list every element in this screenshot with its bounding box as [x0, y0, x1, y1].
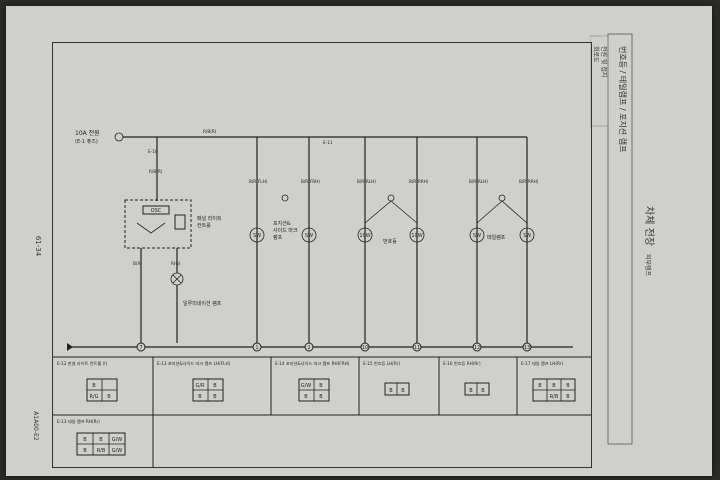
- connector-title-e16: E-16 번호등 RH(Rr): [443, 360, 481, 366]
- power-source-label: 10A 전원: [75, 129, 100, 137]
- svg-text:G/W: G/W: [301, 383, 312, 389]
- svg-text:B: B: [213, 394, 217, 400]
- power-source-sub: (E-1 퓨즈): [75, 139, 98, 145]
- svg-text:B/R(RRH): B/R(RRH): [519, 179, 539, 184]
- svg-text:10: 10: [362, 345, 368, 351]
- svg-text:R/B(R): R/B(R): [149, 169, 163, 174]
- svg-text:B/R(FLH): B/R(FLH): [249, 179, 268, 184]
- svg-text:R/G: R/G: [89, 394, 98, 400]
- chapter-title: 차체 전장: [643, 206, 655, 246]
- illumination-label: 일루미네이션 램프: [183, 300, 222, 307]
- svg-text:B: B: [304, 394, 308, 400]
- connector-face-e17: B B B R/B B: [532, 378, 576, 402]
- connector-face-e14: G/W B B B: [298, 378, 330, 402]
- ground-points: 7 1 2 10 11 12 13: [136, 342, 532, 352]
- position-lamp-label: 포지션&: [273, 220, 291, 227]
- wiring-diagram: 10A 전원 (E-1 퓨즈) R/B(R) E-11 E-18 R/B(R) …: [53, 129, 591, 467]
- panel-control-module: [124, 199, 192, 249]
- svg-text:컨트롤: 컨트롤: [197, 222, 211, 229]
- svg-text:SW: SW: [523, 233, 531, 239]
- doc-code: A1A00-E2: [32, 411, 39, 441]
- power-source-icon: [114, 132, 124, 142]
- osc-label: OSC: [151, 208, 162, 214]
- connector-face-e18: B B G/W B R/B G/W: [76, 432, 126, 456]
- svg-text:SW: SW: [473, 233, 481, 239]
- svg-text:7: 7: [139, 345, 142, 351]
- svg-text:B: B: [538, 383, 542, 389]
- svg-text:R/B: R/B: [97, 448, 106, 454]
- svg-text:SW: SW: [305, 233, 313, 239]
- manual-page: 61-34 A1A00-E2 번호등 / 테일램프 / 포지션 램프 전원 및 …: [6, 6, 712, 476]
- svg-text:사이드 마크: 사이드 마크: [273, 227, 298, 234]
- svg-text:B: B: [92, 383, 96, 389]
- main-wire-code: R/B(R): [203, 129, 217, 134]
- svg-text:2: 2: [307, 345, 310, 351]
- position-lamp-lh-branch: B/R(FLH) SW: [249, 137, 289, 343]
- side-title: 번호등 / 테일램프 / 포지션 램프: [618, 46, 628, 152]
- connector-face-e16: B B: [464, 382, 490, 396]
- svg-text:B: B: [401, 388, 405, 394]
- svg-text:11: 11: [414, 345, 420, 351]
- svg-text:R/B: R/B: [550, 394, 559, 400]
- svg-text:12: 12: [474, 345, 480, 351]
- svg-text:E-18: E-18: [148, 149, 158, 154]
- connector-face-e12: B R/G B: [86, 378, 118, 402]
- connector-face-e13: G/R B B B: [192, 378, 224, 402]
- connector-title-e13: E-13 포지션&사이드 마크 램프 LH(FLH): [157, 360, 231, 367]
- side-title-2: 전원 및 접지: [600, 46, 608, 77]
- svg-text:B: B: [319, 383, 323, 389]
- svg-text:G/W: G/W: [112, 448, 123, 454]
- connector-title-e18: E-13 테일 램프 RH(Rr): [57, 418, 100, 425]
- connector-face-e15: B B: [384, 382, 410, 396]
- svg-text:B: B: [198, 394, 202, 400]
- svg-text:B: B: [469, 388, 473, 394]
- svg-text:10W: 10W: [411, 233, 422, 239]
- svg-text:B: B: [83, 448, 87, 454]
- connector-title-e12: E-12 판넬 라이트 컨트롤 (I): [57, 360, 107, 367]
- page-number: 61-34: [34, 236, 42, 257]
- svg-text:B: B: [566, 394, 570, 400]
- wiring-diagram-frame: 10A 전원 (E-1 퓨즈) R/B(R) E-11 E-18 R/B(R) …: [52, 42, 592, 468]
- svg-text:1: 1: [255, 345, 258, 351]
- svg-text:B: B: [99, 437, 103, 443]
- tail-lamp-branch: SW SW B/R(RLH) B/R(RRH): [469, 137, 539, 343]
- connector-title-e17: E-17 테일 램프 LH(Rr): [521, 360, 564, 367]
- connector-title-e14: E-14 포지션&사이드 마크 램프 RH(FRH): [275, 360, 350, 367]
- svg-text:B/R(FRH): B/R(FRH): [301, 179, 320, 184]
- left-margin: 61-34 A1A00-E2: [32, 236, 42, 441]
- svg-text:B: B: [83, 437, 87, 443]
- ground-icon: [67, 343, 73, 351]
- svg-text:G/R: G/R: [195, 383, 205, 389]
- side-title-3: 회로도: [592, 46, 600, 63]
- svg-text:B: B: [213, 383, 217, 389]
- svg-text:B(R): B(R): [133, 261, 142, 266]
- svg-text:B: B: [389, 388, 393, 394]
- svg-text:SW: SW: [253, 233, 261, 239]
- connector-title-e15: E-15 번호등 LH(Rr): [363, 360, 400, 366]
- svg-text:R(G): R(G): [171, 261, 181, 266]
- svg-text:B: B: [319, 394, 323, 400]
- svg-text:B: B: [552, 383, 556, 389]
- right-margin: 번호등 / 테일램프 / 포지션 램프 전원 및 접지 회로도 차체 전장 외부…: [590, 33, 655, 445]
- svg-text:G/W: G/W: [112, 437, 123, 443]
- svg-text:B: B: [107, 394, 111, 400]
- tail-lamp-label: 테일램프: [487, 234, 506, 241]
- license-lamp-label: 번호등: [383, 238, 397, 245]
- svg-text:B/R(RLH): B/R(RLH): [357, 179, 376, 184]
- bus-connector-code: E-11: [323, 140, 333, 145]
- svg-text:B/R(RLH): B/R(RLH): [469, 179, 488, 184]
- svg-text:패널 라이트: 패널 라이트: [197, 215, 222, 222]
- osc-block: [142, 205, 170, 215]
- svg-text:B: B: [481, 388, 485, 394]
- svg-text:B: B: [566, 383, 570, 389]
- svg-text:램프: 램프: [273, 234, 283, 241]
- position-lamp-rh-branch: B/R(FRH) SW: [301, 137, 320, 343]
- svg-text:13: 13: [524, 345, 530, 351]
- chapter-sub: 외부램프: [644, 254, 651, 277]
- svg-text:10W: 10W: [359, 233, 370, 239]
- license-lamp-branch: 10W 10W B/R(RLH) B/R(RRH): [357, 137, 429, 343]
- svg-text:B/R(RRH): B/R(RRH): [409, 179, 429, 184]
